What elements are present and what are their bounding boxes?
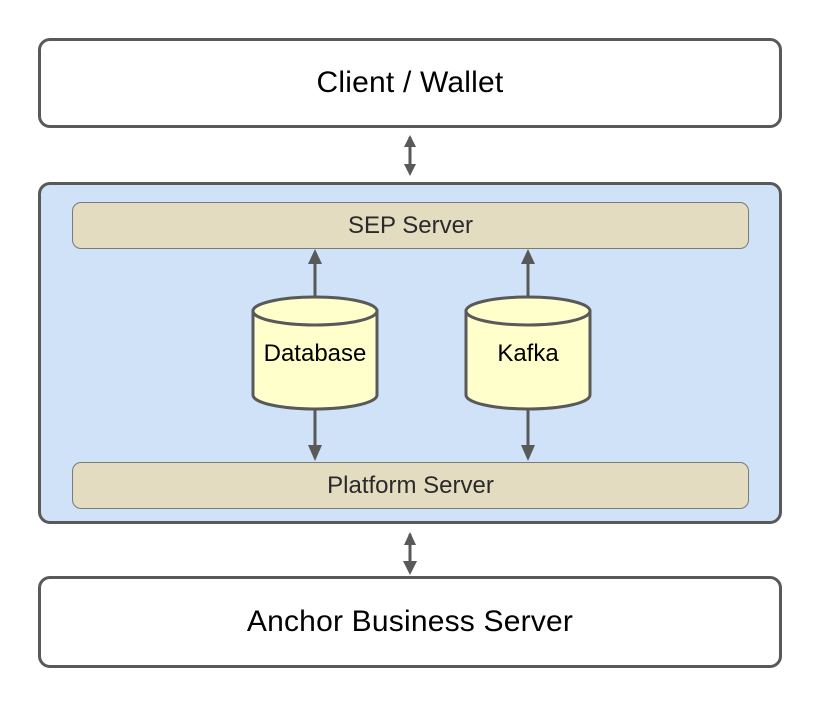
node-kafka[interactable]: Kafka (464, 295, 592, 411)
connector-client-to-platform-group (404, 135, 416, 176)
node-sep-server[interactable]: SEP Server (72, 202, 749, 249)
node-client-wallet-label: Client / Wallet (316, 66, 504, 99)
node-platform-server[interactable]: Platform Server (72, 462, 749, 509)
node-sep-server-label: SEP Server (348, 211, 473, 239)
database-cylinder-icon (251, 295, 379, 411)
node-anchor-business-server-label: Anchor Business Server (246, 605, 574, 638)
node-client-wallet[interactable]: Client / Wallet (38, 38, 782, 128)
kafka-cylinder-icon (464, 295, 592, 411)
node-anchor-business-server[interactable]: Anchor Business Server (38, 576, 782, 668)
node-database[interactable]: Database (251, 295, 379, 411)
node-platform-server-label: Platform Server (327, 471, 494, 499)
connector-platform-group-to-anchor-business-server (403, 532, 417, 575)
